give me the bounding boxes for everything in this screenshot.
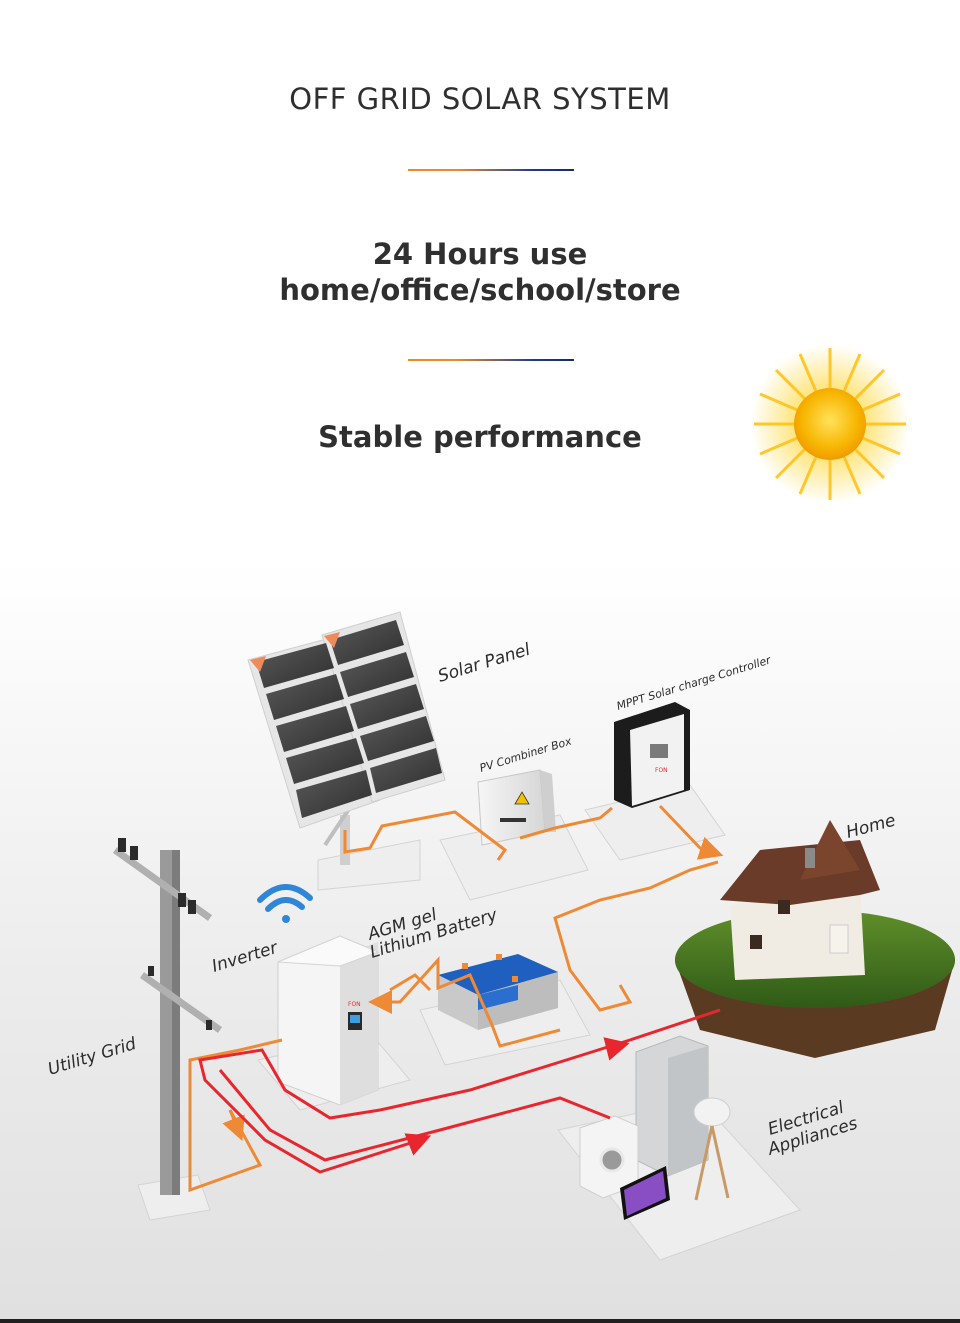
wifi-icon: [257, 884, 313, 923]
performance-tagline: Stable performance: [318, 420, 642, 454]
electrical-appliances: [579, 1035, 731, 1220]
home: [675, 820, 955, 1058]
dc-wiring: [188, 804, 724, 1193]
usage-subtitle: 24 Hours use home/office/school/store: [0, 236, 960, 308]
sun-icon: [750, 344, 910, 504]
mppt-controller: FON: [614, 702, 690, 808]
svg-text:FON: FON: [655, 767, 668, 774]
battery-bank: [438, 954, 558, 1030]
label-home: Home: [844, 811, 898, 843]
label-utility-grid: Utility Grid: [46, 1034, 139, 1080]
pv-combiner-box: [477, 769, 556, 846]
label-pv-combiner-box: PV Combiner Box: [478, 734, 573, 774]
label-inverter: Inverter: [210, 938, 281, 977]
subtitle-divider: [408, 359, 574, 361]
utility-pole: [112, 838, 223, 1195]
bottom-border: [0, 1319, 960, 1323]
ac-wiring: [198, 1008, 721, 1174]
svg-text:FON: FON: [348, 1001, 361, 1008]
label-mppt-controller: MPPT Solar charge Controller: [615, 653, 774, 713]
title-divider: [408, 169, 574, 171]
usage-line-2: home/office/school/store: [279, 273, 681, 307]
label-solar-panel: Solar Panel: [436, 640, 533, 687]
page-title: OFF GRID SOLAR SYSTEM: [289, 82, 671, 116]
solar-panel: [247, 611, 446, 865]
inverter: FON: [277, 935, 380, 1106]
usage-line-1: 24 Hours use: [372, 237, 588, 271]
